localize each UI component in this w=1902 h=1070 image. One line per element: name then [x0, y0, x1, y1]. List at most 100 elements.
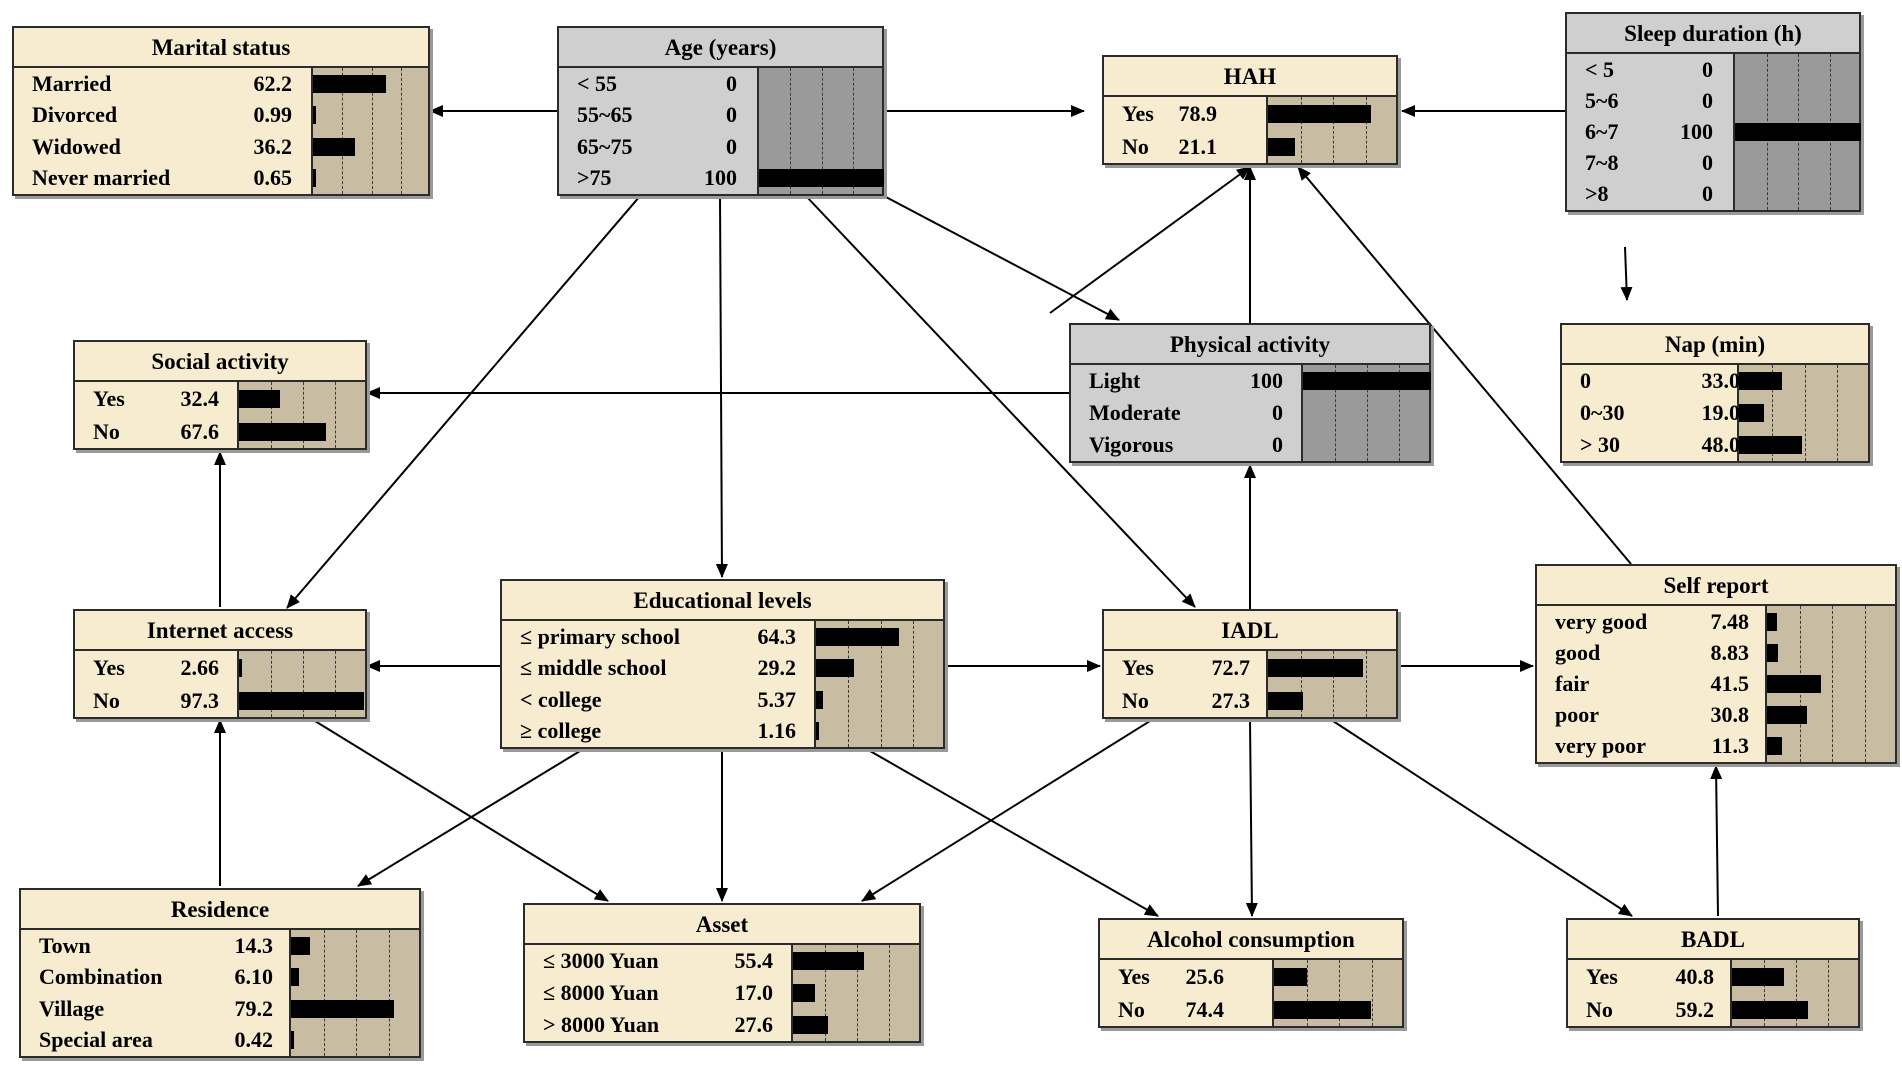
- state-value: 17.0: [734, 980, 774, 1005]
- state-label: < college: [520, 686, 602, 712]
- state-label: 7~8: [1585, 150, 1619, 176]
- belief-bar: [1739, 372, 1783, 390]
- belief-bar: [239, 422, 326, 441]
- state-value: 78.9: [1178, 100, 1218, 126]
- state-label: No: [93, 687, 120, 713]
- belief-bar: [816, 722, 819, 741]
- gridline: [822, 68, 823, 194]
- state-label: >75: [577, 165, 612, 191]
- belief-bar: [313, 137, 356, 156]
- node-title: Residence: [21, 890, 419, 930]
- gridline: [303, 382, 304, 448]
- gridline: [848, 621, 849, 747]
- state-value: 0: [726, 102, 737, 128]
- belief-bar-area: [1765, 606, 1895, 762]
- state-label: Divorced: [32, 102, 118, 128]
- node-title: HAH: [1104, 57, 1396, 97]
- node-title: Asset: [525, 905, 919, 945]
- state-value: 0.42: [234, 1027, 274, 1053]
- edge-arrow: [357, 750, 581, 887]
- state-value: 55.4: [734, 948, 774, 973]
- belief-bar: [291, 968, 299, 987]
- state-value: 40.8: [1675, 963, 1715, 989]
- state-value: 74.4: [1185, 996, 1225, 1022]
- gridline: [1796, 960, 1797, 1026]
- edge-arrow: [883, 195, 1120, 321]
- state-label: 0~30: [1580, 400, 1625, 425]
- belief-bar: [1274, 967, 1308, 986]
- gridline: [1339, 960, 1340, 1026]
- state-value: 21.1: [1178, 133, 1218, 159]
- state-label: good: [1555, 639, 1601, 665]
- state-label: Married: [32, 70, 112, 96]
- state-label: < 5: [1585, 56, 1615, 82]
- state-label: 6~7: [1585, 118, 1619, 144]
- belief-bar: [793, 1016, 829, 1034]
- state-label: Moderate: [1089, 400, 1181, 425]
- belief-bar: [1732, 967, 1785, 986]
- state-label: Widowed: [32, 133, 121, 159]
- state-label: Never married: [32, 165, 171, 191]
- state-row: No 67.6: [75, 415, 365, 448]
- state-value: 1.16: [757, 718, 797, 744]
- belief-bar-area: [311, 68, 428, 194]
- gridline: [1372, 960, 1373, 1026]
- state-label: Combination: [39, 964, 163, 990]
- node-title: Internet access: [75, 611, 365, 651]
- state-value: 0: [1272, 432, 1283, 457]
- gridline: [356, 930, 357, 1056]
- belief-bar: [1767, 612, 1777, 631]
- belief-bar: [1735, 123, 1861, 141]
- gridline: [401, 68, 402, 194]
- state-value: 0: [1702, 56, 1713, 82]
- edge-arrow: [805, 195, 1196, 608]
- gridline: [1828, 960, 1829, 1026]
- state-label: 55~65: [577, 102, 633, 128]
- state-row: < 5 0: [1567, 54, 1859, 85]
- belief-bar-area: [757, 68, 884, 194]
- gridline: [825, 945, 826, 1041]
- belief-bar: [793, 984, 815, 1002]
- state-value: 67.6: [180, 418, 220, 444]
- state-value: 25.6: [1185, 963, 1225, 989]
- state-label: Light: [1089, 368, 1141, 393]
- state-label: No: [93, 418, 120, 444]
- state-value: 5.37: [757, 686, 797, 712]
